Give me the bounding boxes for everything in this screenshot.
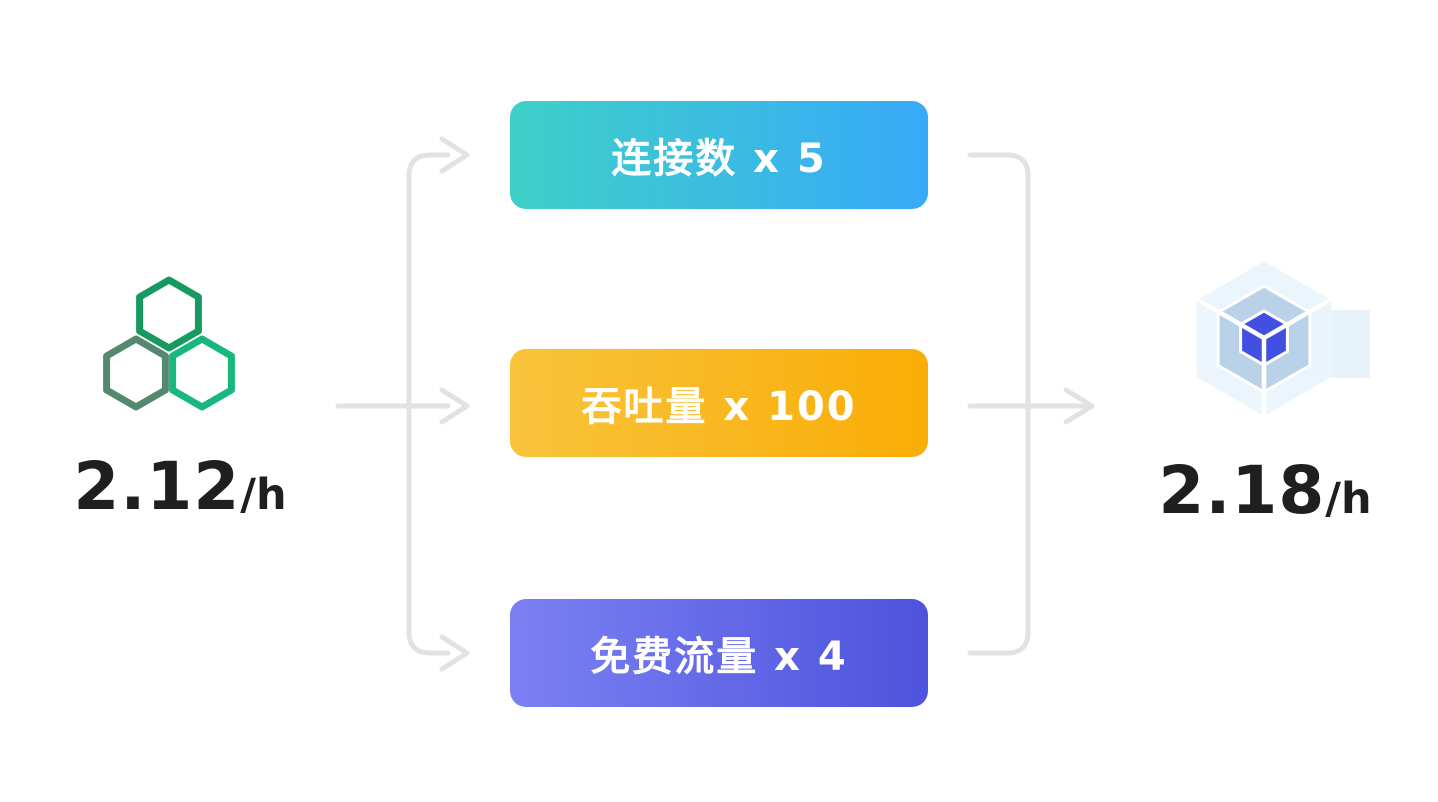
arrowhead-middle-left: [439, 387, 470, 425]
hexagon-top: [136, 276, 202, 352]
connector-right-bottom: [967, 403, 1031, 656]
source-rate-value: 2.12: [73, 448, 241, 525]
hexagon-bottom-right: [169, 335, 235, 411]
cube-face-divider-lines: [1194, 296, 1334, 419]
target-rate-value: 2.18: [1158, 452, 1326, 529]
factor-throughput-label: 吞吐量 x 100: [581, 384, 857, 430]
connector-left-down: [406, 403, 451, 656]
arrowhead-top: [439, 136, 470, 174]
arrowhead-bottom: [439, 634, 470, 672]
source-rate-unit: /h: [240, 470, 287, 520]
factor-connections: 连接数 x 5: [510, 101, 928, 209]
connector-left-up: [406, 152, 451, 409]
factor-throughput: 吞吐量 x 100: [510, 349, 928, 457]
cube-outer-top-edges: [1195, 258, 1333, 301]
nested-cube-icon: [1194, 258, 1370, 419]
arrowhead-target: [1063, 387, 1095, 425]
source-rate: 2.12/h: [55, 448, 305, 525]
factor-free-traffic: 免费流量 x 4: [510, 599, 928, 707]
hexagon-cluster-icon: [103, 276, 235, 411]
factor-free-traffic-label: 免费流量 x 4: [590, 634, 848, 680]
target-rate-unit: /h: [1325, 474, 1372, 524]
target-rate: 2.18/h: [1140, 452, 1390, 529]
hexagon-bottom-left: [103, 335, 169, 411]
factor-connections-label: 连接数 x 5: [611, 136, 827, 182]
connector-right-top: [967, 152, 1031, 409]
